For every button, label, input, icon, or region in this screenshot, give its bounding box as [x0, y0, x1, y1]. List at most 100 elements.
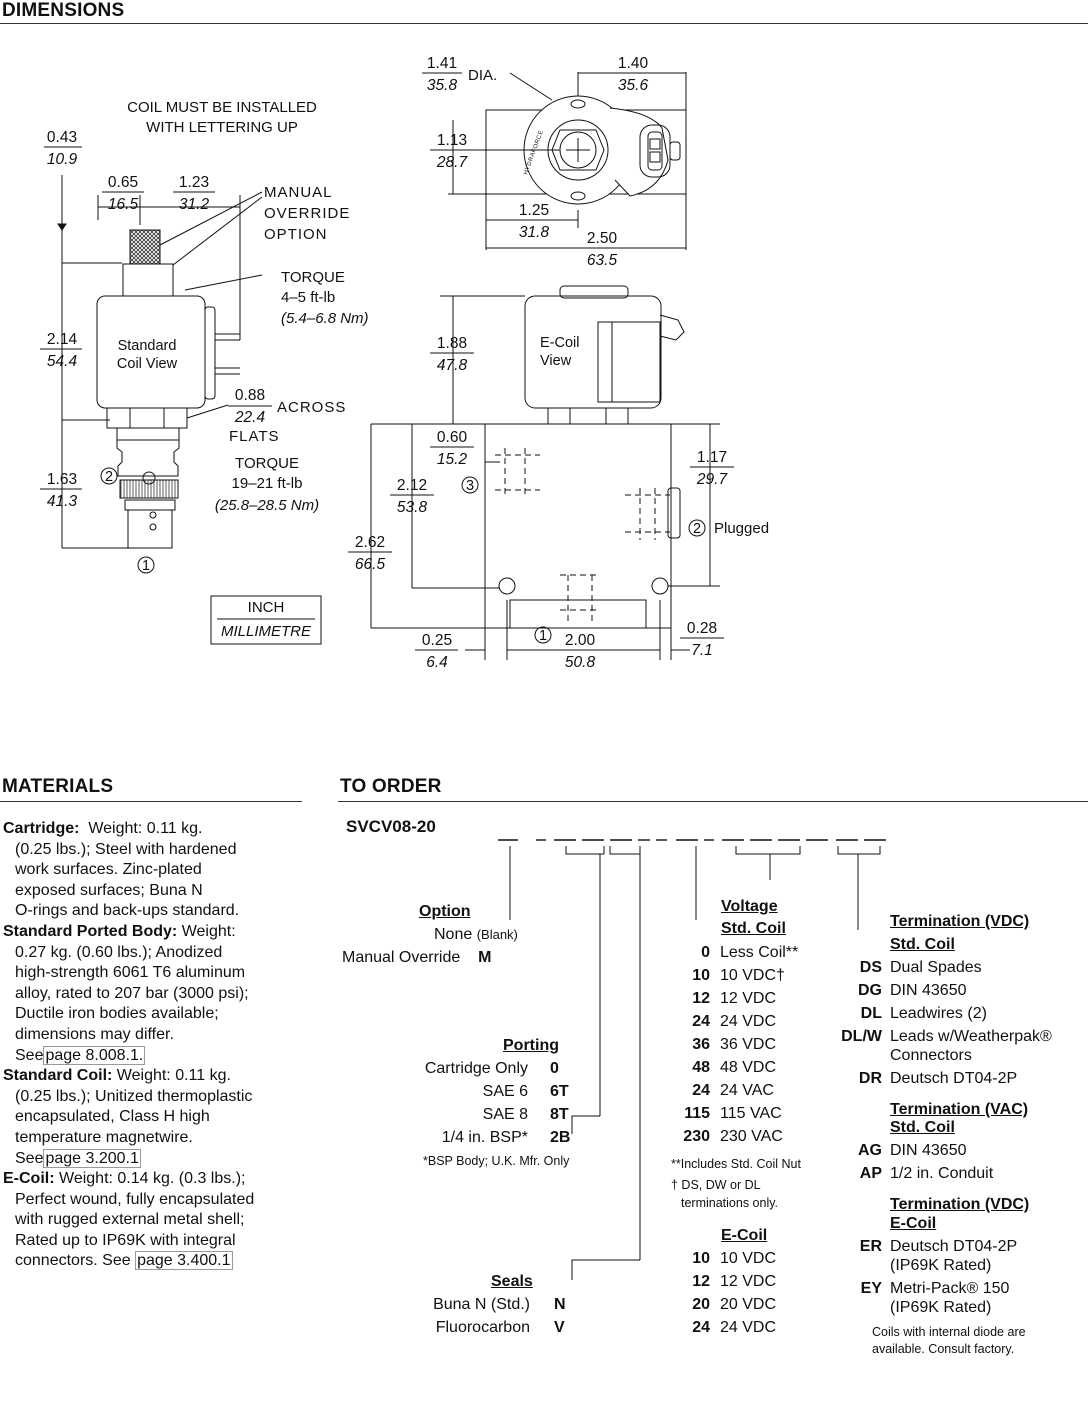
- coil-note-line2: WITH LETTERING UP: [146, 119, 298, 136]
- dim-060-mm: 15.2: [437, 451, 468, 468]
- materials-text: Cartridge: Weight: 0.11 kg. (0.25 lbs.);…: [3, 819, 308, 1272]
- dim-125-mm: 31.8: [519, 224, 550, 241]
- dim-123-mm: 31.2: [179, 196, 210, 213]
- page-3400-link[interactable]: page 3.400.1: [135, 1251, 233, 1271]
- dim-025-in: 0.25: [422, 632, 452, 649]
- term-vdc-heading: Termination (VDC): [890, 913, 1030, 930]
- dim-212-mm: 53.8: [397, 499, 428, 516]
- dim-028-in: 0.28: [687, 620, 717, 637]
- to-order-heading: TO ORDER: [340, 776, 442, 797]
- diode-note-2: available. Consult factory.: [872, 1342, 1015, 1356]
- across-label: ACROSS: [277, 399, 346, 416]
- flats-label: FLATS: [229, 428, 280, 445]
- dim-088-mm: 22.4: [234, 409, 266, 426]
- dagger-note-2: terminations only.: [681, 1196, 779, 1210]
- diode-note-1: Coils with internal diode are: [872, 1325, 1026, 1339]
- body-line: Standard Ported Body: Weight:: [3, 922, 236, 940]
- dim-043-mm: 10.9: [47, 151, 78, 168]
- dim-214-in: 2.14: [47, 331, 78, 348]
- hex-nut: [106, 407, 188, 429]
- dimensions-rule: [0, 23, 1088, 24]
- dim-262-mm: 66.5: [355, 556, 386, 573]
- dim-065-in: 0.65: [108, 174, 138, 191]
- ecoil-line: E-Coil: Weight: 0.14 kg. (0.3 lbs.);: [3, 1170, 246, 1188]
- option-none: None (Blank): [434, 926, 518, 943]
- dim-250-in: 2.50: [587, 230, 618, 247]
- porting-note: *BSP Body; U.K. Mfr. Only: [423, 1154, 570, 1168]
- dim-200-mm: 50.8: [565, 654, 596, 671]
- term-vac-heading: Termination (VAC): [890, 1101, 1029, 1118]
- order-code-diagram: [498, 839, 886, 1280]
- dim-117-mm: 29.7: [696, 471, 729, 488]
- dim-141-mm: 35.8: [427, 77, 458, 94]
- term-ecoil-sub: E-Coil: [890, 1215, 937, 1232]
- torque-coil-value: 4–5 ft-lb: [281, 289, 335, 306]
- coil-note-line1: COIL MUST BE INSTALLED: [127, 99, 317, 116]
- legend-millimetre: MILLIMETRE: [221, 623, 312, 640]
- dim-123-in: 1.23: [179, 174, 209, 191]
- to-order-rule: [338, 801, 1088, 802]
- coil-line: Standard Coil: Weight: 0.11 kg.: [3, 1067, 231, 1085]
- ecoil-label-1: E-Coil: [540, 335, 579, 351]
- manual-override-label-1: MANUAL: [264, 184, 333, 201]
- dim-163-in: 1.63: [47, 471, 77, 488]
- port-3-marker: 3: [466, 478, 474, 494]
- materials-heading: MATERIALS: [2, 776, 114, 797]
- torque-cartridge-metric: (25.8–28.5 Nm): [215, 497, 319, 514]
- torque-coil-metric: (5.4–6.8 Nm): [281, 310, 369, 327]
- page-8008-link[interactable]: page 8.008.1.: [43, 1045, 146, 1065]
- dim-113-mm: 28.7: [436, 154, 469, 171]
- dim-025-mm: 6.4: [426, 654, 448, 671]
- cartridge-line: Cartridge: Weight: 0.11 kg.: [3, 820, 203, 837]
- ported-body: [484, 423, 672, 629]
- port-1-body-marker: 1: [539, 628, 547, 644]
- materials-rule: [0, 801, 302, 802]
- dim-065-mm: 16.5: [108, 196, 139, 213]
- dim-163-mm: 41.3: [47, 493, 78, 510]
- seals-heading: Seals: [491, 1273, 533, 1290]
- dim-141-in: 1.41: [427, 55, 457, 72]
- ecoil-voltage-heading: E-Coil: [721, 1227, 768, 1244]
- ecoil-label-2: View: [540, 353, 572, 369]
- manual-override-label-3: OPTION: [264, 226, 328, 243]
- port-1-marker: 1: [142, 558, 150, 574]
- dimensions-heading: DIMENSIONS: [2, 0, 125, 21]
- dia-label: DIA.: [468, 67, 497, 84]
- dim-212-in: 2.12: [397, 477, 427, 494]
- coil-nut-note: **Includes Std. Coil Nut: [671, 1157, 801, 1171]
- manual-override-label-2: OVERRIDE: [264, 205, 350, 222]
- term-vdc-std-coil: Std. Coil: [890, 936, 955, 953]
- dim-117-in: 1.17: [697, 449, 727, 466]
- dim-028-mm: 7.1: [691, 642, 713, 659]
- dagger-note-1: † DS, DW or DL: [671, 1178, 761, 1192]
- porting-heading: Porting: [503, 1037, 559, 1054]
- plugged-label: Plugged: [714, 520, 769, 537]
- port-2-body-marker: 2: [693, 521, 701, 537]
- standard-coil-label-1: Standard: [118, 338, 177, 354]
- torque-cartridge-value: 19–21 ft-lb: [232, 475, 303, 492]
- torque-coil-title: TORQUE: [281, 269, 345, 286]
- model-code: SVCV08-20: [346, 817, 436, 836]
- dimension-drawing: COIL MUST BE INSTALLED WITH LETTERING UP…: [40, 55, 769, 671]
- dim-188-in: 1.88: [437, 335, 467, 352]
- legend-inch: INCH: [248, 599, 285, 616]
- term-ecoil-heading: Termination (VDC): [890, 1196, 1030, 1213]
- dim-113-in: 1.13: [437, 132, 467, 149]
- dim-088-in: 0.88: [235, 387, 265, 404]
- std-coil-voltage-heading: Std. Coil: [721, 920, 786, 937]
- option-manual-override: Manual Override M: [342, 949, 492, 966]
- standard-coil-label-2: Coil View: [117, 356, 178, 372]
- manual-override-knob: [129, 229, 161, 265]
- dim-188-mm: 47.8: [437, 357, 468, 374]
- dim-262-in: 2.62: [355, 534, 385, 551]
- term-vac-std-coil: Std. Coil: [890, 1119, 955, 1136]
- dim-214-mm: 54.4: [47, 353, 78, 370]
- voltage-heading: Voltage: [721, 898, 778, 915]
- torque-cartridge-title: TORQUE: [235, 455, 299, 472]
- page-3200-link[interactable]: page 3.200.1: [43, 1148, 141, 1168]
